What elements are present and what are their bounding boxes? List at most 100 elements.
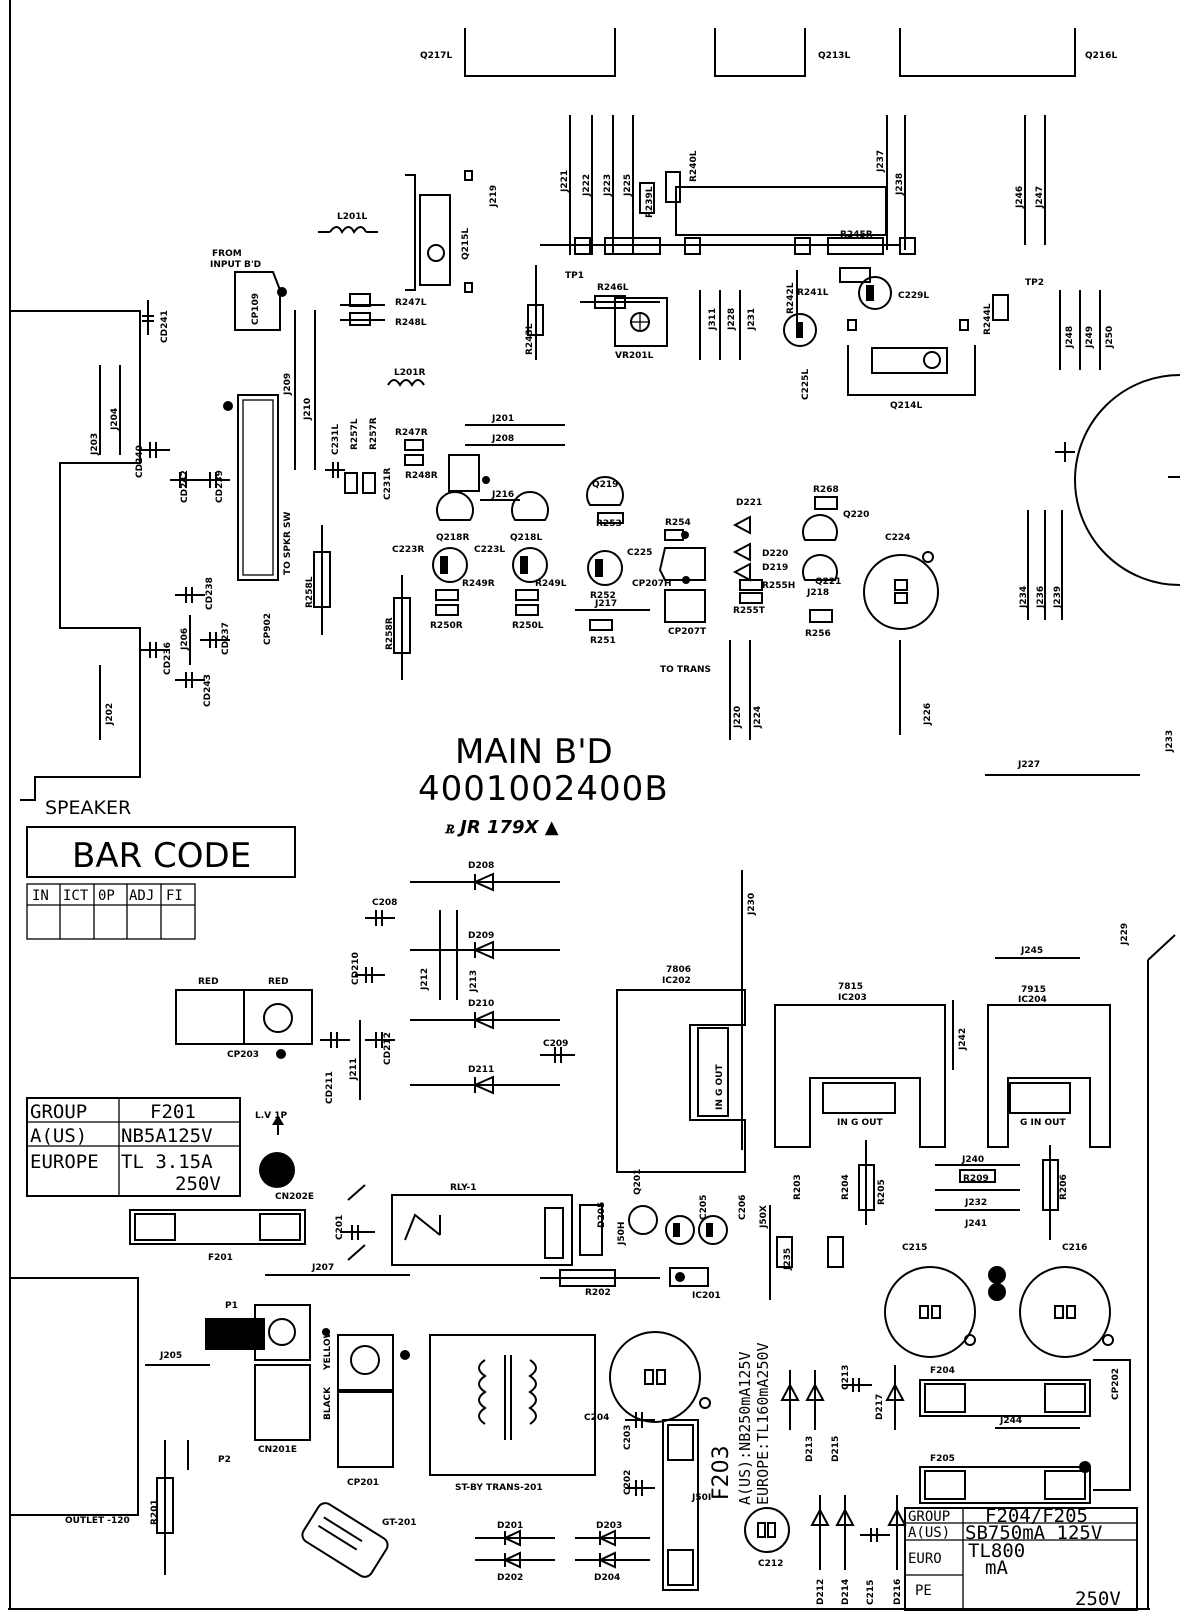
label-j245: J245: [1020, 946, 1043, 956]
label-j242: J242: [958, 1028, 968, 1051]
f201-us-label: A(US): [30, 1125, 87, 1147]
label-q217l: Q217L: [420, 51, 452, 61]
label-r249r: R249R: [462, 579, 495, 589]
label-r240l: R240L: [689, 150, 699, 182]
label-r203: R203: [793, 1174, 803, 1200]
label-r251: R251: [590, 636, 616, 646]
board-part-number: 4001002400B: [418, 769, 669, 809]
f204-us-label: A(US): [908, 1525, 950, 1541]
label-d213: D213: [805, 1436, 815, 1462]
label-j229: J229: [1120, 923, 1130, 946]
label-q220: Q220: [843, 510, 869, 520]
label-j250: J250: [1105, 326, 1115, 349]
label-d205: D205: [597, 1202, 607, 1228]
f201-header: F201: [150, 1101, 196, 1123]
label-q214l: Q214L: [890, 401, 922, 411]
label-ic203: IC203: [838, 993, 867, 1003]
label-p2: P2: [218, 1455, 231, 1465]
label-c203: C203: [623, 1425, 633, 1450]
label-d202: D202: [497, 1573, 523, 1583]
label-cd212: CD212: [383, 1032, 393, 1065]
label-cd243: CD243: [203, 674, 213, 707]
label-r258l: R258L: [305, 576, 315, 608]
label-j201: J201: [491, 414, 514, 424]
label-cp902: CP902: [263, 613, 273, 645]
label-7806: 7806: [666, 965, 691, 975]
label-r257l: R257L: [350, 418, 360, 450]
label-d221: D221: [736, 498, 762, 508]
label-7915: 7915: [1021, 985, 1046, 995]
label-c212: C212: [758, 1559, 783, 1569]
label-c206: C206: [738, 1195, 748, 1220]
inspect-in: IN: [32, 888, 49, 904]
f201-europe-label: EUROPE: [30, 1151, 99, 1173]
label-cd237: CD237: [221, 622, 231, 655]
label-r248r: R248R: [405, 471, 438, 481]
label-r206: R206: [1059, 1174, 1069, 1200]
label-j240: J240: [961, 1155, 984, 1165]
f204-euro-value: TL800: [968, 1540, 1025, 1562]
label-j223: J223: [603, 174, 613, 197]
label-r202: R202: [585, 1288, 611, 1298]
label-cn202e: CN202E: [275, 1192, 314, 1202]
label-cd241: CD241: [160, 310, 170, 343]
label-d212: D212: [816, 1579, 826, 1605]
label-j227: J227: [1017, 760, 1040, 770]
label-j311: J311: [708, 308, 718, 331]
inspect-fi: FI: [166, 888, 183, 904]
black-wire-label: BLACK: [323, 1386, 333, 1420]
f203-us-rating: A(US):NB250mA125V: [736, 1351, 754, 1505]
label-r245r: R245R: [840, 230, 873, 240]
label-r257r: R257R: [369, 417, 379, 450]
label-d211: D211: [468, 1065, 494, 1075]
label-j234: J234: [1019, 586, 1029, 609]
label-q221: Q221: [815, 577, 841, 587]
to-spkr-note: TO SPKR SW: [283, 511, 293, 575]
label-c224: C224: [885, 533, 910, 543]
label-r250r: R250R: [430, 621, 463, 631]
label-c208: C208: [372, 898, 397, 908]
vertical-resistors: R258L R258R CD238 CD237 CD236 CD243 J206…: [99, 525, 411, 740]
label-d208: D208: [468, 861, 494, 871]
label-c223r: C223R: [392, 545, 424, 555]
label-cp109: CP109: [251, 293, 261, 325]
speaker-label: SPEAKER: [45, 797, 131, 819]
label-j226: J226: [923, 703, 933, 726]
label-j50x: J50X: [759, 1205, 769, 1229]
label-j222: J222: [582, 174, 592, 197]
label-tp1: TP1: [565, 271, 584, 281]
label-c225l: C225L: [801, 369, 811, 400]
label-d220: D220: [762, 549, 788, 559]
label-r243l: R243L: [525, 323, 535, 355]
ic203-pin-label: IN G OUT: [837, 1118, 883, 1128]
pin1-dot: [277, 287, 287, 297]
gt201-terminal: [301, 1502, 389, 1578]
label-j225: J225: [623, 174, 633, 197]
cp203-connector: RED RED CP203: [175, 977, 313, 1060]
label-f201: F201: [208, 1253, 233, 1263]
label-r239l: R239L: [645, 186, 655, 218]
label-j50i: J50I: [691, 1493, 711, 1503]
label-j218: J218: [806, 588, 829, 598]
outlet-area: OUTLET -120 J205 P1 BLACK YELLOW CN201E …: [10, 1277, 596, 1578]
label-r255t: R255T: [733, 606, 766, 616]
board-title-block: MAIN B'D 4001002400B ꭱ JR 179X ▲: [418, 732, 669, 838]
label-j206: J206: [180, 628, 190, 651]
label-cd236: CD236: [163, 642, 173, 675]
label-d204: D204: [594, 1573, 620, 1583]
label-r205: R205: [877, 1179, 887, 1205]
label-cp202: CP202: [1111, 1368, 1121, 1400]
label-j249: J249: [1085, 326, 1095, 349]
gt201-label: GT-201: [382, 1518, 417, 1528]
filter-caps-c215-c216: C215 C216: [884, 1243, 1114, 1358]
label-r247l: R247L: [395, 298, 427, 308]
label-d209: D209: [468, 931, 494, 941]
label-r249l: R249L: [535, 579, 567, 589]
label-d214: D214: [841, 1579, 851, 1605]
f203-area: C204 C203 C202 J50I F203 A(US):NB250mA12…: [584, 1331, 790, 1591]
relay-fuse-area: F201 C201 RLY-1 J207 Q201 D205 J50H C205…: [129, 1140, 1069, 1301]
label-q218r: Q218R: [436, 533, 469, 543]
rectifier-diodes: D208 C208 D209 CD210 J212 J213 D210 CD21…: [320, 861, 575, 1104]
inspect-op: 0P: [98, 888, 115, 904]
